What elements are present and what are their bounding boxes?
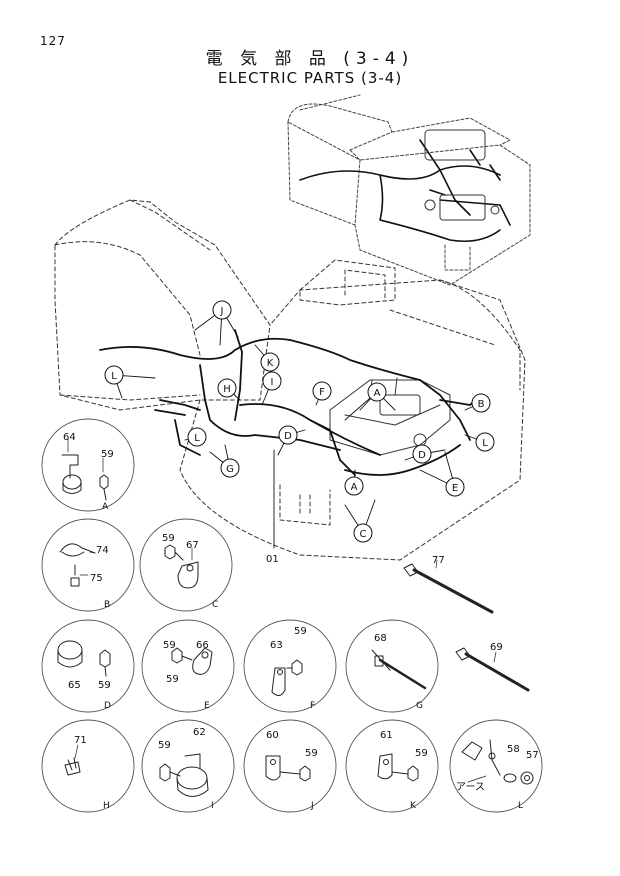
callout-d-right: D [418, 450, 426, 461]
detail-b-parts [59, 543, 96, 587]
part-69: 69 [490, 642, 503, 653]
callout-j: J [220, 306, 224, 317]
part-59-i: 59 [158, 740, 171, 751]
callout-a-upper: A [374, 388, 381, 399]
callout-l-mid: L [194, 433, 200, 444]
part-59-j: 59 [305, 748, 318, 759]
callout-f: F [319, 387, 325, 398]
part-75: 75 [90, 573, 103, 584]
callout-d-left: D [284, 431, 292, 442]
detail-e-parts [171, 647, 213, 675]
title-english: ELECTRIC PARTS (3-4) [217, 69, 403, 87]
callout-i: I [271, 377, 274, 388]
detail-circles [41, 418, 543, 813]
part-66: 66 [196, 640, 209, 651]
wire-harness-main [99, 329, 481, 476]
engine-small [424, 129, 500, 221]
part-65: 65 [68, 680, 81, 691]
part-59-f: 59 [294, 626, 307, 637]
part-71: 71 [74, 735, 87, 746]
main-harness-label: 01 [266, 554, 279, 565]
detail-a-parts [61, 437, 109, 501]
part-63: 63 [270, 640, 283, 651]
detail-g-parts [371, 649, 427, 690]
earth-note: アース [456, 782, 485, 793]
part-61: 61 [380, 730, 393, 741]
detail-label-h: H [103, 801, 110, 811]
detail-i-parts [159, 753, 209, 797]
detail-label-a: A [102, 502, 109, 512]
detail-label-l: L [518, 801, 523, 811]
detail-label-b: B [104, 600, 110, 610]
cable-tie-69 [455, 647, 530, 692]
part-64: 64 [63, 432, 76, 443]
part-59-c: 59 [162, 533, 175, 544]
cable-tie-77 [403, 559, 494, 614]
cab-outline [54, 199, 271, 411]
callouts [104, 300, 495, 543]
upper-structure-outline [179, 259, 526, 561]
detail-label-j: J [310, 801, 314, 811]
detail-label-e: E [204, 701, 210, 711]
part-59-e1: 59 [163, 640, 176, 651]
detail-h-parts [64, 744, 81, 776]
part-59-d: 59 [98, 680, 111, 691]
detail-label-g: G [416, 701, 423, 711]
part-74: 74 [96, 545, 109, 556]
part-57: 57 [526, 750, 539, 761]
detail-d-parts [57, 640, 111, 677]
part-77: 77 [432, 555, 445, 566]
detail-label-i: I [211, 801, 214, 811]
part-59-e2: 59 [166, 674, 179, 685]
callout-b: B [478, 399, 485, 410]
detail-f-parts [271, 659, 303, 696]
detail-l-parts [461, 739, 534, 785]
machine-view-small [287, 94, 531, 286]
detail-j-parts [265, 755, 311, 782]
callout-c: C [360, 529, 367, 540]
callout-e: E [452, 483, 458, 494]
callout-a-lower: A [351, 482, 358, 493]
part-62: 62 [193, 727, 206, 738]
part-60: 60 [266, 730, 279, 741]
part-67: 67 [186, 540, 199, 551]
part-68: 68 [374, 633, 387, 644]
callout-k: K [267, 358, 274, 369]
callout-l-right: L [482, 438, 488, 449]
detail-c-parts [164, 544, 199, 589]
detail-label-k: K [410, 801, 417, 811]
detail-label-d: D [104, 701, 111, 711]
callout-g: G [226, 464, 234, 475]
detail-label-f: F [310, 701, 315, 711]
engine-block [329, 377, 451, 456]
callout-h: H [223, 384, 231, 395]
harness-small [299, 139, 511, 243]
callout-l-left: L [111, 371, 117, 382]
title-japanese: 電 気 部 品 (3-4) [205, 49, 415, 69]
part-59-a: 59 [101, 449, 114, 460]
detail-k-parts [377, 753, 419, 782]
part-59-k: 59 [415, 748, 428, 759]
part-58: 58 [507, 744, 520, 755]
detail-label-c: C [212, 600, 218, 610]
page-number: 127 [40, 34, 66, 48]
